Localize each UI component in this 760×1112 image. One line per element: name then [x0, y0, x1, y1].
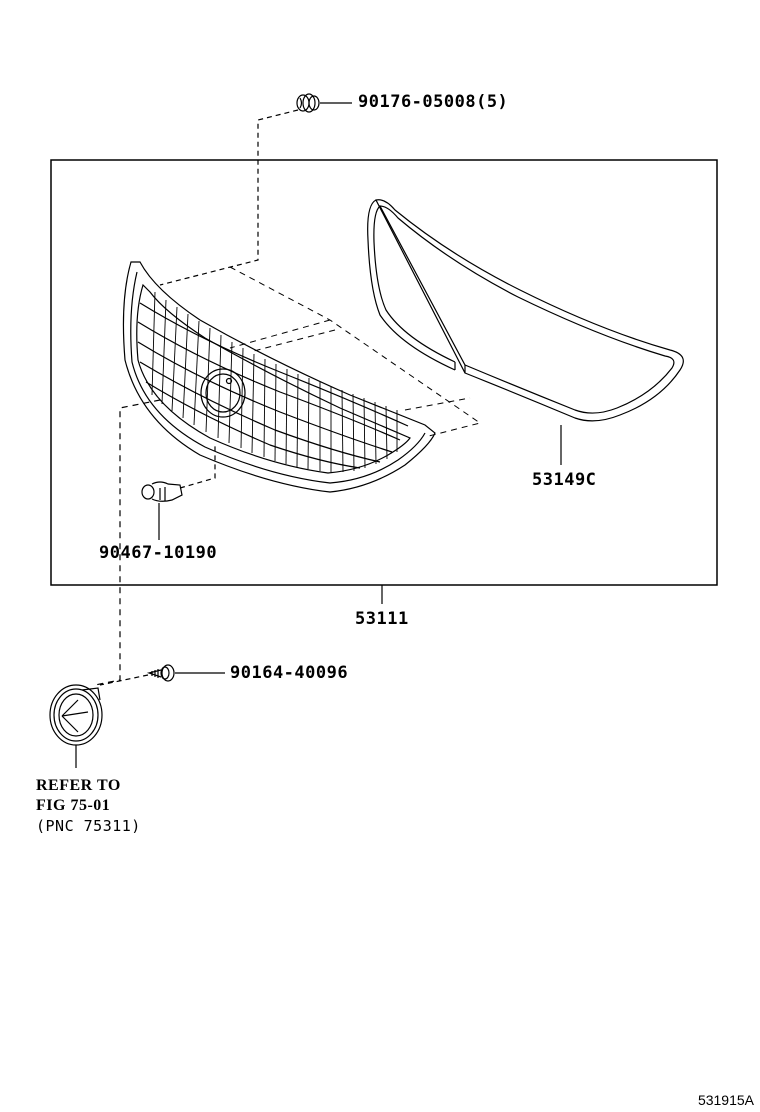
reference-line-3: (PNC 75311) [36, 817, 141, 835]
reference-note: REFER TO FIG 75-01 (PNC 75311) [36, 776, 141, 836]
part-label-53149C[interactable]: 53149C [532, 470, 597, 490]
screw-icon [146, 664, 175, 682]
grille-seal-icon [367, 199, 684, 422]
part-label-90467-10190[interactable]: 90467-10190 [99, 543, 218, 563]
part-label-90176-05008[interactable]: 90176-05008(5) [358, 92, 509, 112]
grommet-nut-icon [296, 93, 320, 113]
emblem-icon [49, 684, 103, 746]
grille-icon [122, 261, 436, 493]
clip-icon [141, 481, 183, 502]
part-label-90164-40096[interactable]: 90164-40096 [230, 663, 349, 683]
assembly-frame [50, 159, 718, 586]
figure-number: 531915A [697, 1092, 754, 1108]
part-label-53111[interactable]: 53111 [355, 609, 409, 629]
reference-line-2: FIG 75-01 [36, 797, 111, 814]
reference-line-1: REFER TO [36, 777, 121, 794]
